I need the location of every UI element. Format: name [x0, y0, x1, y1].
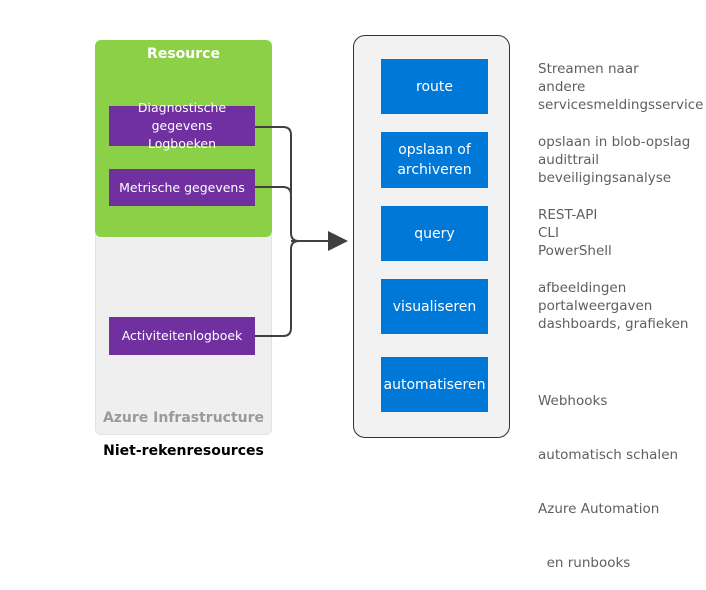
description-visualize: afbeeldingen portalweergaven dashboards,…	[538, 279, 704, 333]
activity-log-label: Activiteitenlogboek	[121, 328, 243, 343]
description-line: beveiligingsanalyse	[538, 170, 672, 186]
activity-log-box: Activiteitenlogboek	[109, 317, 255, 355]
azure-infrastructure-title: Azure Infrastructure	[102, 410, 265, 426]
description-line: Webhooks	[538, 393, 608, 409]
description-line: afbeeldingen	[538, 280, 627, 296]
action-store-label-2: archiveren	[397, 162, 472, 178]
connector-activity	[255, 240, 300, 337]
action-query-box: query	[381, 206, 488, 261]
description-line: PowerShell	[538, 243, 612, 259]
resource-title: Resource	[147, 46, 220, 62]
description-line: audittrail	[538, 152, 600, 168]
description-query: REST-API CLI PowerShell	[538, 206, 704, 260]
description-line: Streamen naar	[538, 61, 639, 77]
action-query-label: query	[414, 225, 455, 242]
logs-label: Logboeken	[147, 136, 216, 151]
description-automate: Webhooks automatisch schalen Azure Autom…	[538, 356, 704, 590]
diagnostics-label: Diagnostische gegevens	[137, 100, 227, 133]
metrics-label: Metrische gegevens	[119, 179, 245, 195]
description-store: opslaan in blob-opslag audittrail beveil…	[538, 133, 704, 187]
action-visualize-box: visualiseren	[381, 279, 488, 334]
action-store-box: opslaan of archiveren	[381, 132, 488, 188]
connector-diagnostics	[255, 126, 300, 242]
connector-metrics	[255, 186, 292, 233]
description-line: REST-API	[538, 207, 598, 223]
action-route-box: route	[381, 59, 488, 114]
diagnostics-logs-box: Diagnostische gegevens Logboeken	[109, 100, 255, 151]
description-route: Streamen naar andere servicesmeldingsser…	[538, 60, 704, 114]
description-line: opslaan in blob-opslag	[538, 134, 691, 150]
description-line: Azure Automation	[538, 501, 660, 517]
non-compute-caption: Niet-rekenresources	[103, 443, 264, 459]
flow-connector	[255, 126, 348, 337]
action-automate-box: automatiseren	[381, 357, 488, 412]
action-visualize-label: visualiseren	[392, 298, 477, 315]
description-line: portalweergaven	[538, 298, 653, 314]
description-line: automatisch schalen	[538, 447, 679, 463]
description-line: en runbooks	[538, 555, 631, 571]
metrics-box: Metrische gegevens	[109, 169, 255, 206]
action-store-label-1: opslaan of	[398, 142, 471, 158]
action-route-label: route	[416, 78, 453, 95]
description-line: servicesmeldingsservice	[538, 97, 704, 113]
description-line: andere	[538, 79, 586, 95]
description-line: dashboards, grafieken	[538, 316, 689, 332]
description-line: CLI	[538, 225, 559, 241]
action-automate-label: automatiseren	[383, 376, 486, 393]
